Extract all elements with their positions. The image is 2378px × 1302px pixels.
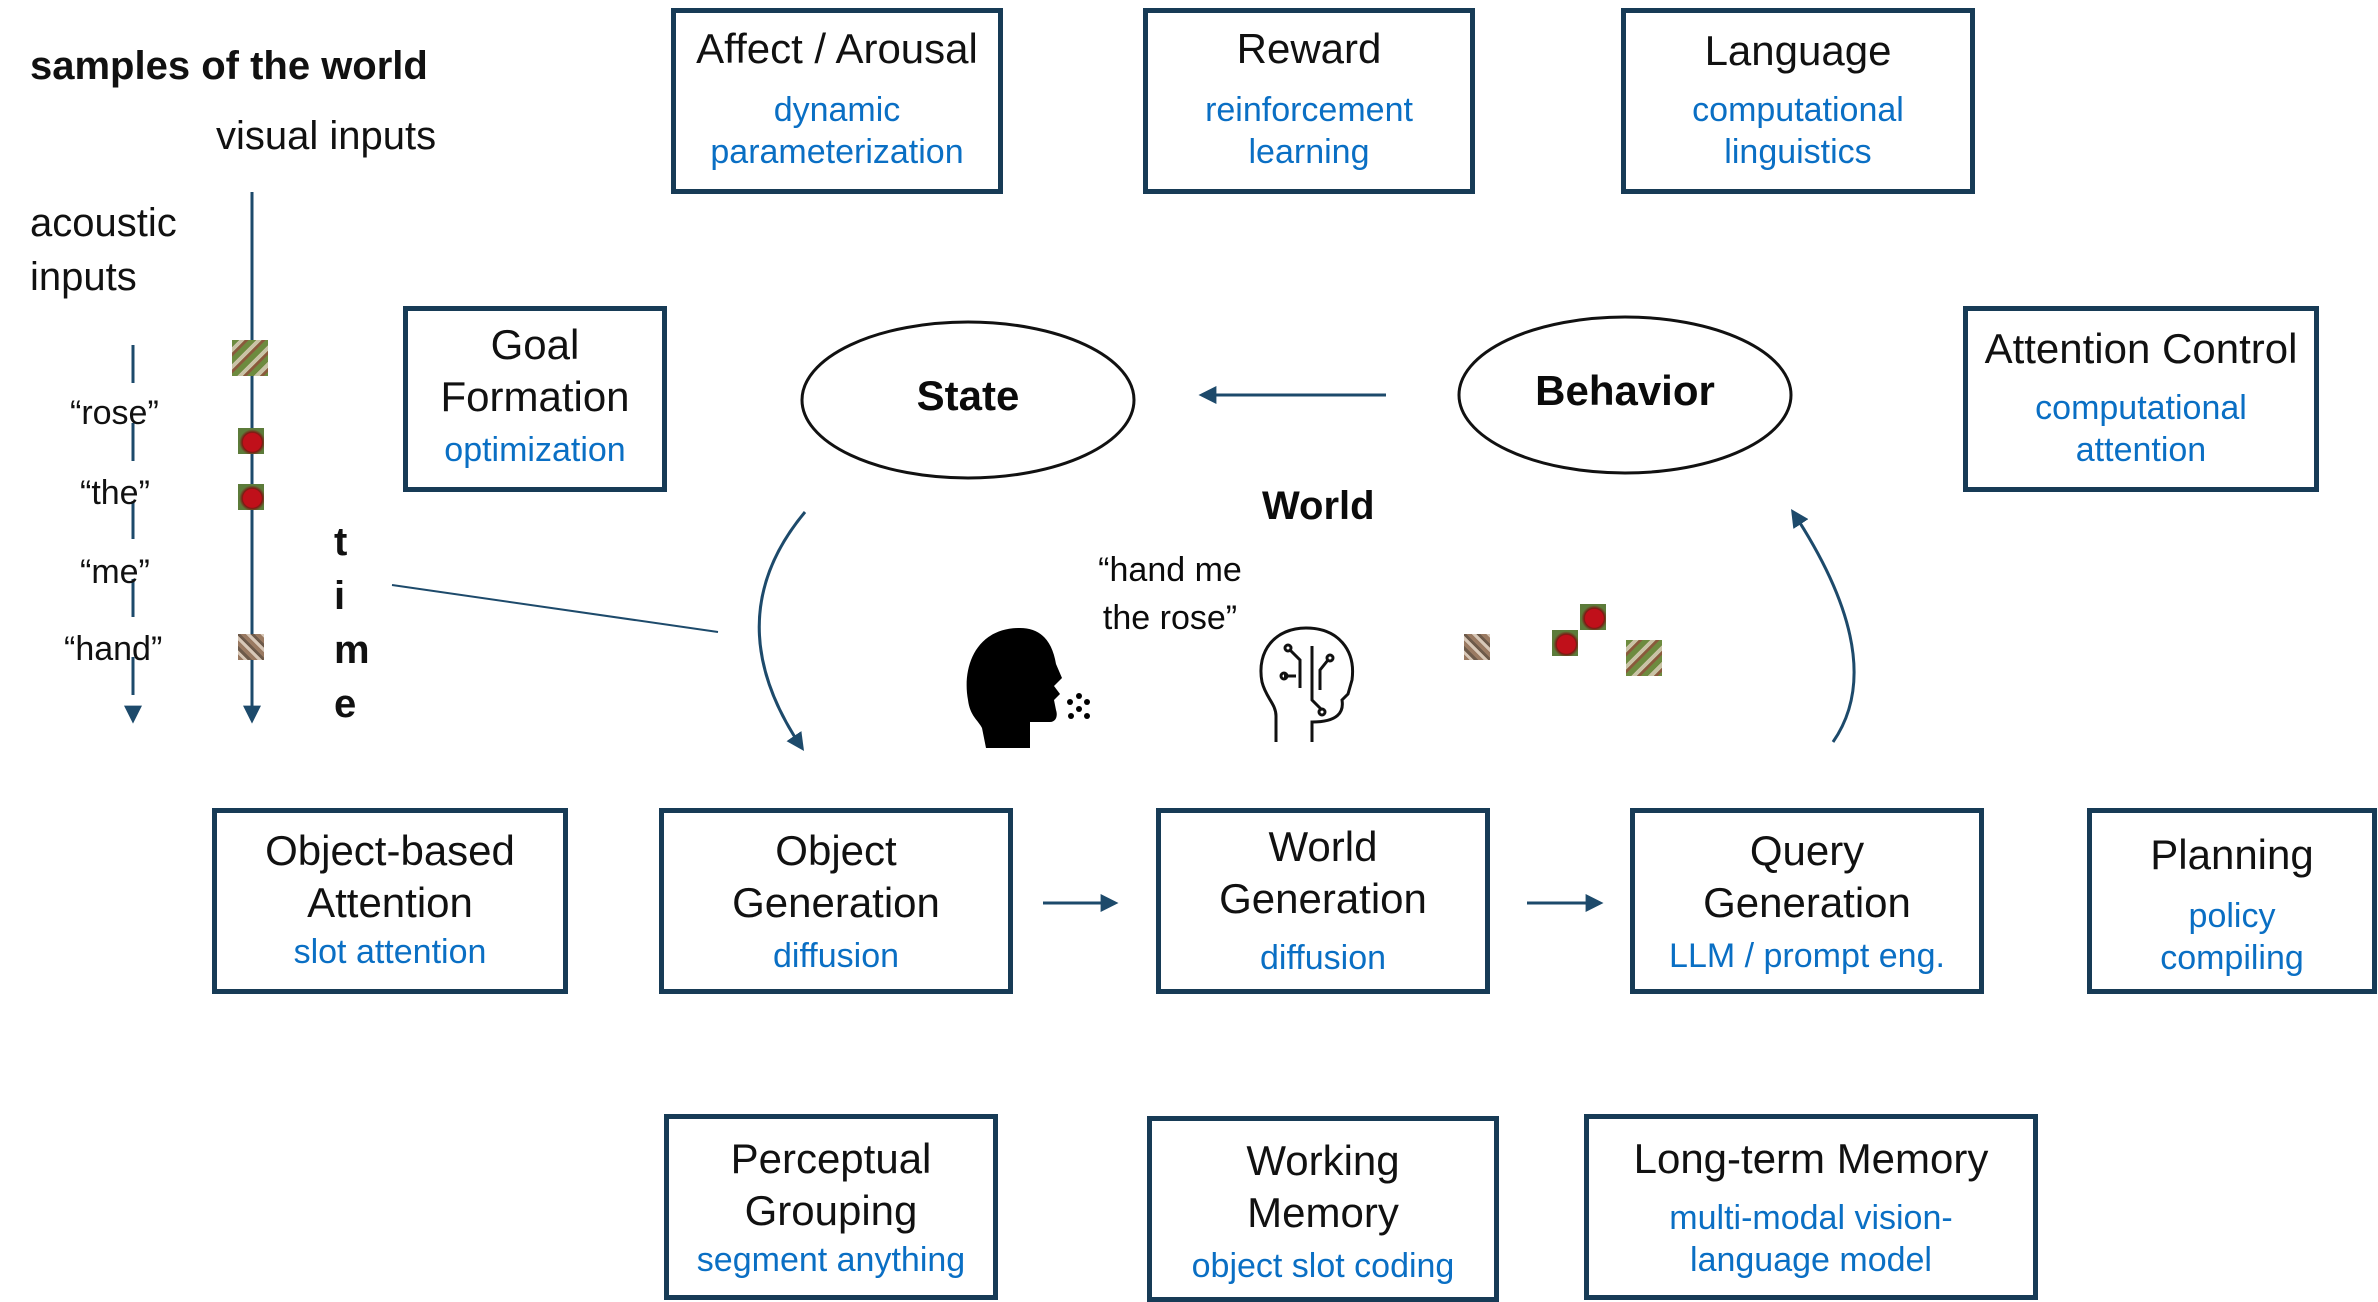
object-attention-sub: slot attention xyxy=(293,933,487,971)
samples-title: samples of the world xyxy=(30,44,428,88)
object-attention-box: Object-based Attention slot attention xyxy=(212,808,568,994)
querygen-to-behavior-arrow xyxy=(1791,508,1856,743)
reward-sub: reinforcement learning xyxy=(1205,91,1413,171)
behavior-ellipse xyxy=(1457,315,1793,475)
world-sample-leaves xyxy=(1626,640,1662,676)
speaking-head-icon xyxy=(966,628,1090,748)
perceptual-title: Perceptual Grouping xyxy=(730,1135,932,1234)
world-label: World xyxy=(1262,484,1375,528)
perceptual-grouping-box: Perceptual Grouping segment anything xyxy=(664,1114,998,1300)
state-ellipse xyxy=(800,320,1136,480)
longterm-title: Long-term Memory xyxy=(1633,1135,1989,1182)
visual-sample-rose-2 xyxy=(238,484,264,510)
language-box: Language computational linguistics xyxy=(1621,8,1975,194)
time-letter-e: e xyxy=(334,682,357,726)
query-gen-title: Query Generation xyxy=(1703,827,1911,926)
visual-sample-leaves xyxy=(232,340,268,376)
perceptual-sub: segment anything xyxy=(696,1241,966,1279)
working-memory-title: Working Memory xyxy=(1246,1137,1400,1236)
object-gen-title: Object Generation xyxy=(732,827,940,926)
goal-formation-box: Goal Formation optimization xyxy=(403,306,667,492)
reward-box: Reward reinforcement learning xyxy=(1143,8,1475,194)
planning-title: Planning xyxy=(2150,831,2314,878)
longterm-memory-box: Long-term Memory multi-modal vision- lan… xyxy=(1584,1114,2038,1300)
samples-pointer-line xyxy=(391,584,719,633)
word-hand: “hand” xyxy=(64,630,163,668)
time-letter-t: t xyxy=(334,520,348,564)
affect-arousal-box: Affect / Arousal dynamic parameterizatio… xyxy=(671,8,1003,194)
affect-title: Affect / Arousal xyxy=(696,25,978,72)
state-label: State xyxy=(916,372,1020,419)
world-generation-box: World Generation diffusion xyxy=(1156,808,1490,994)
state-to-objectgen-arrow xyxy=(757,511,807,751)
goal-title: Goal Formation xyxy=(440,321,630,420)
longterm-sub: multi-modal vision- language model xyxy=(1669,1199,1953,1279)
visual-sample-rose-1 xyxy=(238,428,264,454)
time-letter-m: m xyxy=(334,628,370,672)
language-title: Language xyxy=(1704,27,1892,74)
attention-control-sub: computational attention xyxy=(2035,389,2247,469)
time-letter-i: i xyxy=(334,574,346,618)
ai-head-icon xyxy=(1259,626,1355,742)
object-attention-title: Object-based Attention xyxy=(265,827,515,926)
object-gen-sub: diffusion xyxy=(772,937,900,975)
word-the: “the” xyxy=(80,474,150,512)
world-sample-hand xyxy=(1464,634,1490,660)
affect-sub: dynamic parameterization xyxy=(710,91,964,171)
language-sub: computational linguistics xyxy=(1692,91,1904,171)
acoustic-inputs-label: acoustic inputs xyxy=(30,201,177,299)
word-me: “me” xyxy=(80,553,150,591)
attention-control-box: Attention Control computational attentio… xyxy=(1963,306,2319,492)
world-gen-sub: diffusion xyxy=(1259,939,1387,977)
planning-box: Planning policy compiling xyxy=(2087,808,2377,994)
attention-control-title: Attention Control xyxy=(1984,325,2298,372)
planning-sub: policy compiling xyxy=(2160,897,2304,977)
object-generation-box: Object Generation diffusion xyxy=(659,808,1013,994)
query-generation-box: Query Generation LLM / prompt eng. xyxy=(1630,808,1984,994)
query-gen-sub: LLM / prompt eng. xyxy=(1669,937,1945,975)
word-rose: “rose” xyxy=(70,394,159,432)
behavior-label: Behavior xyxy=(1535,367,1715,414)
working-memory-box: Working Memory object slot coding xyxy=(1147,1116,1499,1302)
visual-inputs-label: visual inputs xyxy=(216,114,437,158)
world-gen-title: World Generation xyxy=(1219,823,1427,922)
reward-title: Reward xyxy=(1236,25,1382,72)
world-sample-rose-1 xyxy=(1580,604,1606,630)
world-sample-rose-2 xyxy=(1552,630,1578,656)
visual-sample-hand xyxy=(238,634,264,660)
world-quote: “hand me the rose” xyxy=(1098,551,1242,637)
goal-sub: optimization xyxy=(444,431,626,469)
working-memory-sub: object slot coding xyxy=(1191,1247,1455,1285)
